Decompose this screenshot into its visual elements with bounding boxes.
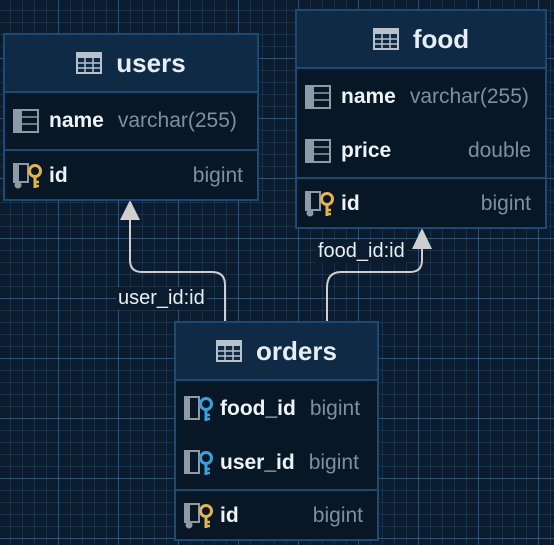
- column-row-orders-user-id[interactable]: user_id bigint: [176, 437, 377, 489]
- column-name: name: [49, 109, 104, 132]
- table-food[interactable]: food name varchar(255) price double: [295, 9, 547, 229]
- table-food-title: food: [412, 23, 470, 54]
- column-name: id: [220, 504, 239, 527]
- column-name: id: [49, 164, 68, 187]
- table-users-header[interactable]: users: [5, 35, 257, 93]
- column-name: id: [341, 192, 360, 215]
- column-row-users-id[interactable]: id bigint: [5, 149, 257, 201]
- table-orders[interactable]: orders food_id bigint: [174, 321, 379, 541]
- column-type: bigint: [309, 397, 361, 420]
- column-name: price: [341, 139, 392, 162]
- table-orders-title: orders: [256, 335, 337, 366]
- primary-key-icon: [184, 503, 213, 529]
- arrowhead-users: [120, 200, 140, 220]
- foreign-key-icon: [184, 450, 213, 475]
- column-row-food-price[interactable]: price double: [297, 125, 545, 177]
- column-row-users-name[interactable]: name varchar(255): [5, 93, 257, 149]
- table-food-header[interactable]: food: [297, 11, 545, 69]
- column-type: bigint: [192, 164, 243, 187]
- column-icon: [13, 109, 39, 133]
- column-name: food_id: [220, 397, 296, 420]
- column-row-food-name[interactable]: name varchar(255): [297, 69, 545, 125]
- connector-orders-food: [326, 247, 423, 322]
- relation-label-food-id: food_id:id: [316, 240, 407, 263]
- table-users[interactable]: users name varchar(255) id: [3, 33, 259, 201]
- column-row-food-id[interactable]: id bigint: [297, 177, 545, 229]
- column-type: bigint: [312, 504, 363, 527]
- column-name: user_id: [220, 451, 295, 474]
- table-icon: [76, 52, 103, 74]
- primary-key-icon: [13, 163, 42, 189]
- table-icon: [216, 340, 243, 362]
- table-icon: [372, 28, 399, 50]
- column-type: bigint: [480, 192, 531, 215]
- connector-orders-users: [129, 218, 226, 322]
- relation-label-user-id: user_id:id: [116, 287, 207, 310]
- table-orders-header[interactable]: orders: [176, 323, 377, 381]
- arrowhead-food: [412, 228, 432, 249]
- foreign-key-icon: [184, 396, 213, 421]
- column-icon: [305, 85, 331, 109]
- primary-key-icon: [305, 191, 334, 217]
- table-users-title: users: [116, 47, 186, 78]
- column-icon: [305, 139, 331, 163]
- column-type: bigint: [308, 451, 359, 474]
- column-row-orders-id[interactable]: id bigint: [176, 489, 377, 541]
- column-name: name: [341, 85, 396, 108]
- column-type: varchar(255): [409, 85, 529, 108]
- column-type: varchar(255): [117, 109, 237, 132]
- column-row-orders-food-id[interactable]: food_id bigint: [176, 381, 377, 437]
- column-type: double: [467, 139, 531, 162]
